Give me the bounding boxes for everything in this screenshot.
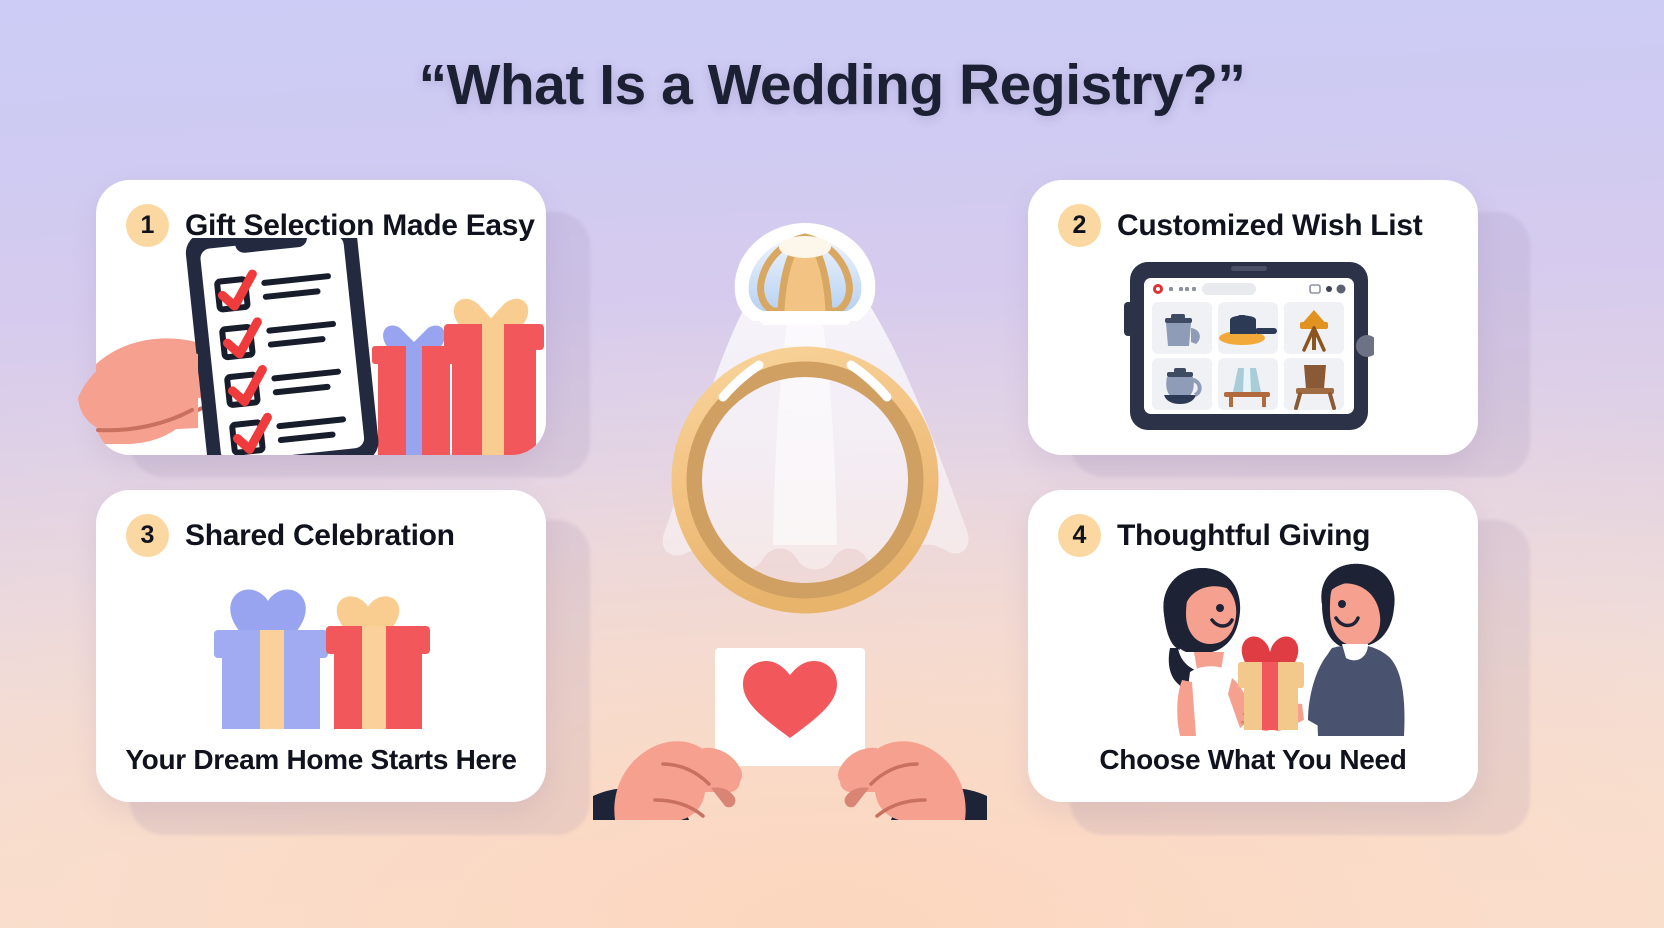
page-title: “What Is a Wedding Registry?” <box>418 53 1246 117</box>
card-2-number-badge: 2 <box>1058 204 1101 247</box>
teapot-icon <box>1165 314 1200 346</box>
card-1-title: Gift Selection Made Easy <box>185 208 535 242</box>
card-gift-selection[interactable]: 1 Gift Selection Made Easy <box>96 180 546 455</box>
card-1-clip <box>96 180 546 455</box>
tablet-device-art <box>1124 262 1374 430</box>
table-lamp-icon <box>1224 368 1270 407</box>
two-gift-boxes-art <box>214 589 430 729</box>
card-4-title: Thoughtful Giving <box>1117 518 1371 552</box>
card-4-header: 4 Thoughtful Giving <box>1058 514 1370 557</box>
card-shared-celebration[interactable]: 3 Shared Celebration Your Dream Home Sta… <box>96 490 546 802</box>
easel-lamp-icon <box>1300 310 1328 352</box>
hand-clipboard-art <box>96 238 379 455</box>
card-3-title: Shared Celebration <box>185 518 455 552</box>
card-4-caption: Choose What You Need <box>1099 744 1407 775</box>
card-4-clip <box>1028 490 1478 802</box>
card-3-number-badge: 3 <box>126 514 169 557</box>
kettle-icon <box>1164 368 1202 404</box>
card-2-title: Customized Wish List <box>1117 208 1423 242</box>
hands-holding-heart-card-illustration <box>585 620 995 820</box>
card-customized-wish-list[interactable]: 2 Customized Wish List <box>1028 180 1478 455</box>
card-3-caption: Your Dream Home Starts Here <box>125 744 517 775</box>
card-3-header: 3 Shared Celebration <box>126 514 455 557</box>
card-3-clip <box>96 490 546 802</box>
couple-exchanging-gift-art <box>1163 563 1405 736</box>
card-4-number-badge: 4 <box>1058 514 1101 557</box>
card-thoughtful-giving[interactable]: 4 Thoughtful Giving Choose What You Need <box>1028 490 1478 802</box>
card-2-header: 2 Customized Wish List <box>1058 204 1423 247</box>
gift-boxes-art <box>372 298 544 455</box>
frying-pan-icon <box>1219 315 1277 345</box>
card-2-clip <box>1028 180 1478 455</box>
chair-icon <box>1294 365 1336 410</box>
wedding-ring-illustration <box>575 215 1035 615</box>
card-1-header: 1 Gift Selection Made Easy <box>126 204 535 247</box>
card-1-number-badge: 1 <box>126 204 169 247</box>
